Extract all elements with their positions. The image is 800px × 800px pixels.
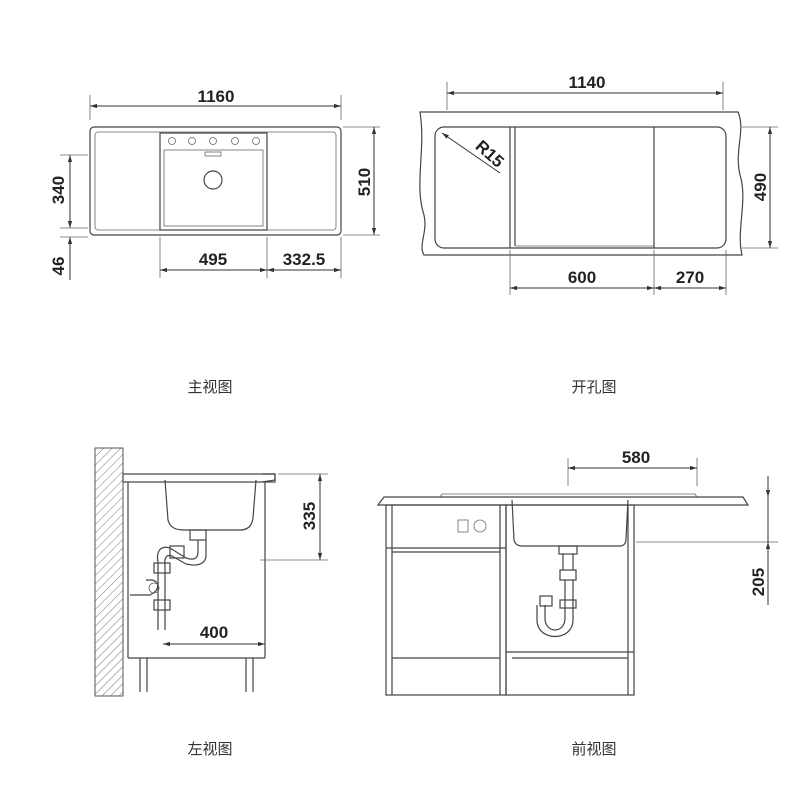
dim-depth-label: 400	[200, 623, 228, 642]
tap-holes	[168, 137, 260, 157]
bowl-outline	[159, 132, 268, 231]
main-view: 1160 340 46 510	[49, 87, 380, 396]
dim-radius-label: R15	[472, 136, 508, 171]
dim-drainer-label: 332.5	[283, 250, 326, 269]
wall	[94, 447, 124, 697]
main-view-caption: 主视图	[187, 378, 232, 396]
dim-front-width-label: 580	[622, 448, 650, 467]
dim-depth-total-label: 510	[355, 168, 374, 196]
dim-height-label: 335	[300, 502, 319, 530]
dim-drop-label: 205	[749, 568, 768, 596]
left-view-caption: 左视图	[187, 740, 232, 758]
dim-width-label: 1160	[198, 87, 235, 106]
sink-outline	[89, 126, 342, 236]
front-view-caption: 前视图	[571, 740, 616, 758]
front-view: 580	[376, 448, 778, 758]
countertop-outline	[419, 111, 744, 256]
cutout-view: 1140 R15 490 600 270 开孔图	[419, 73, 778, 396]
drain-hole	[203, 170, 223, 190]
cutout-outline	[434, 126, 727, 249]
dim-bowl-label: 495	[199, 250, 227, 269]
dim-cutout-bowl-label: 600	[568, 268, 596, 287]
dim-depth-front-label: 340	[49, 176, 68, 204]
dim-lip-label: 46	[49, 257, 68, 276]
right-cabinet	[505, 504, 635, 696]
left-cabinet	[385, 504, 507, 696]
front-trap	[536, 545, 578, 637]
dim-cutout-drainer-label: 270	[676, 268, 704, 287]
dim-cutout-depth-label: 490	[751, 173, 770, 201]
cutout-view-caption: 开孔图	[571, 378, 616, 396]
left-view: 335 400 左视图	[94, 447, 328, 758]
front-countertop	[376, 496, 750, 506]
waste-trap	[130, 529, 207, 630]
bowl-profile	[164, 479, 257, 531]
front-bowl	[511, 499, 629, 547]
dim-cutout-width-label: 1140	[569, 73, 606, 92]
